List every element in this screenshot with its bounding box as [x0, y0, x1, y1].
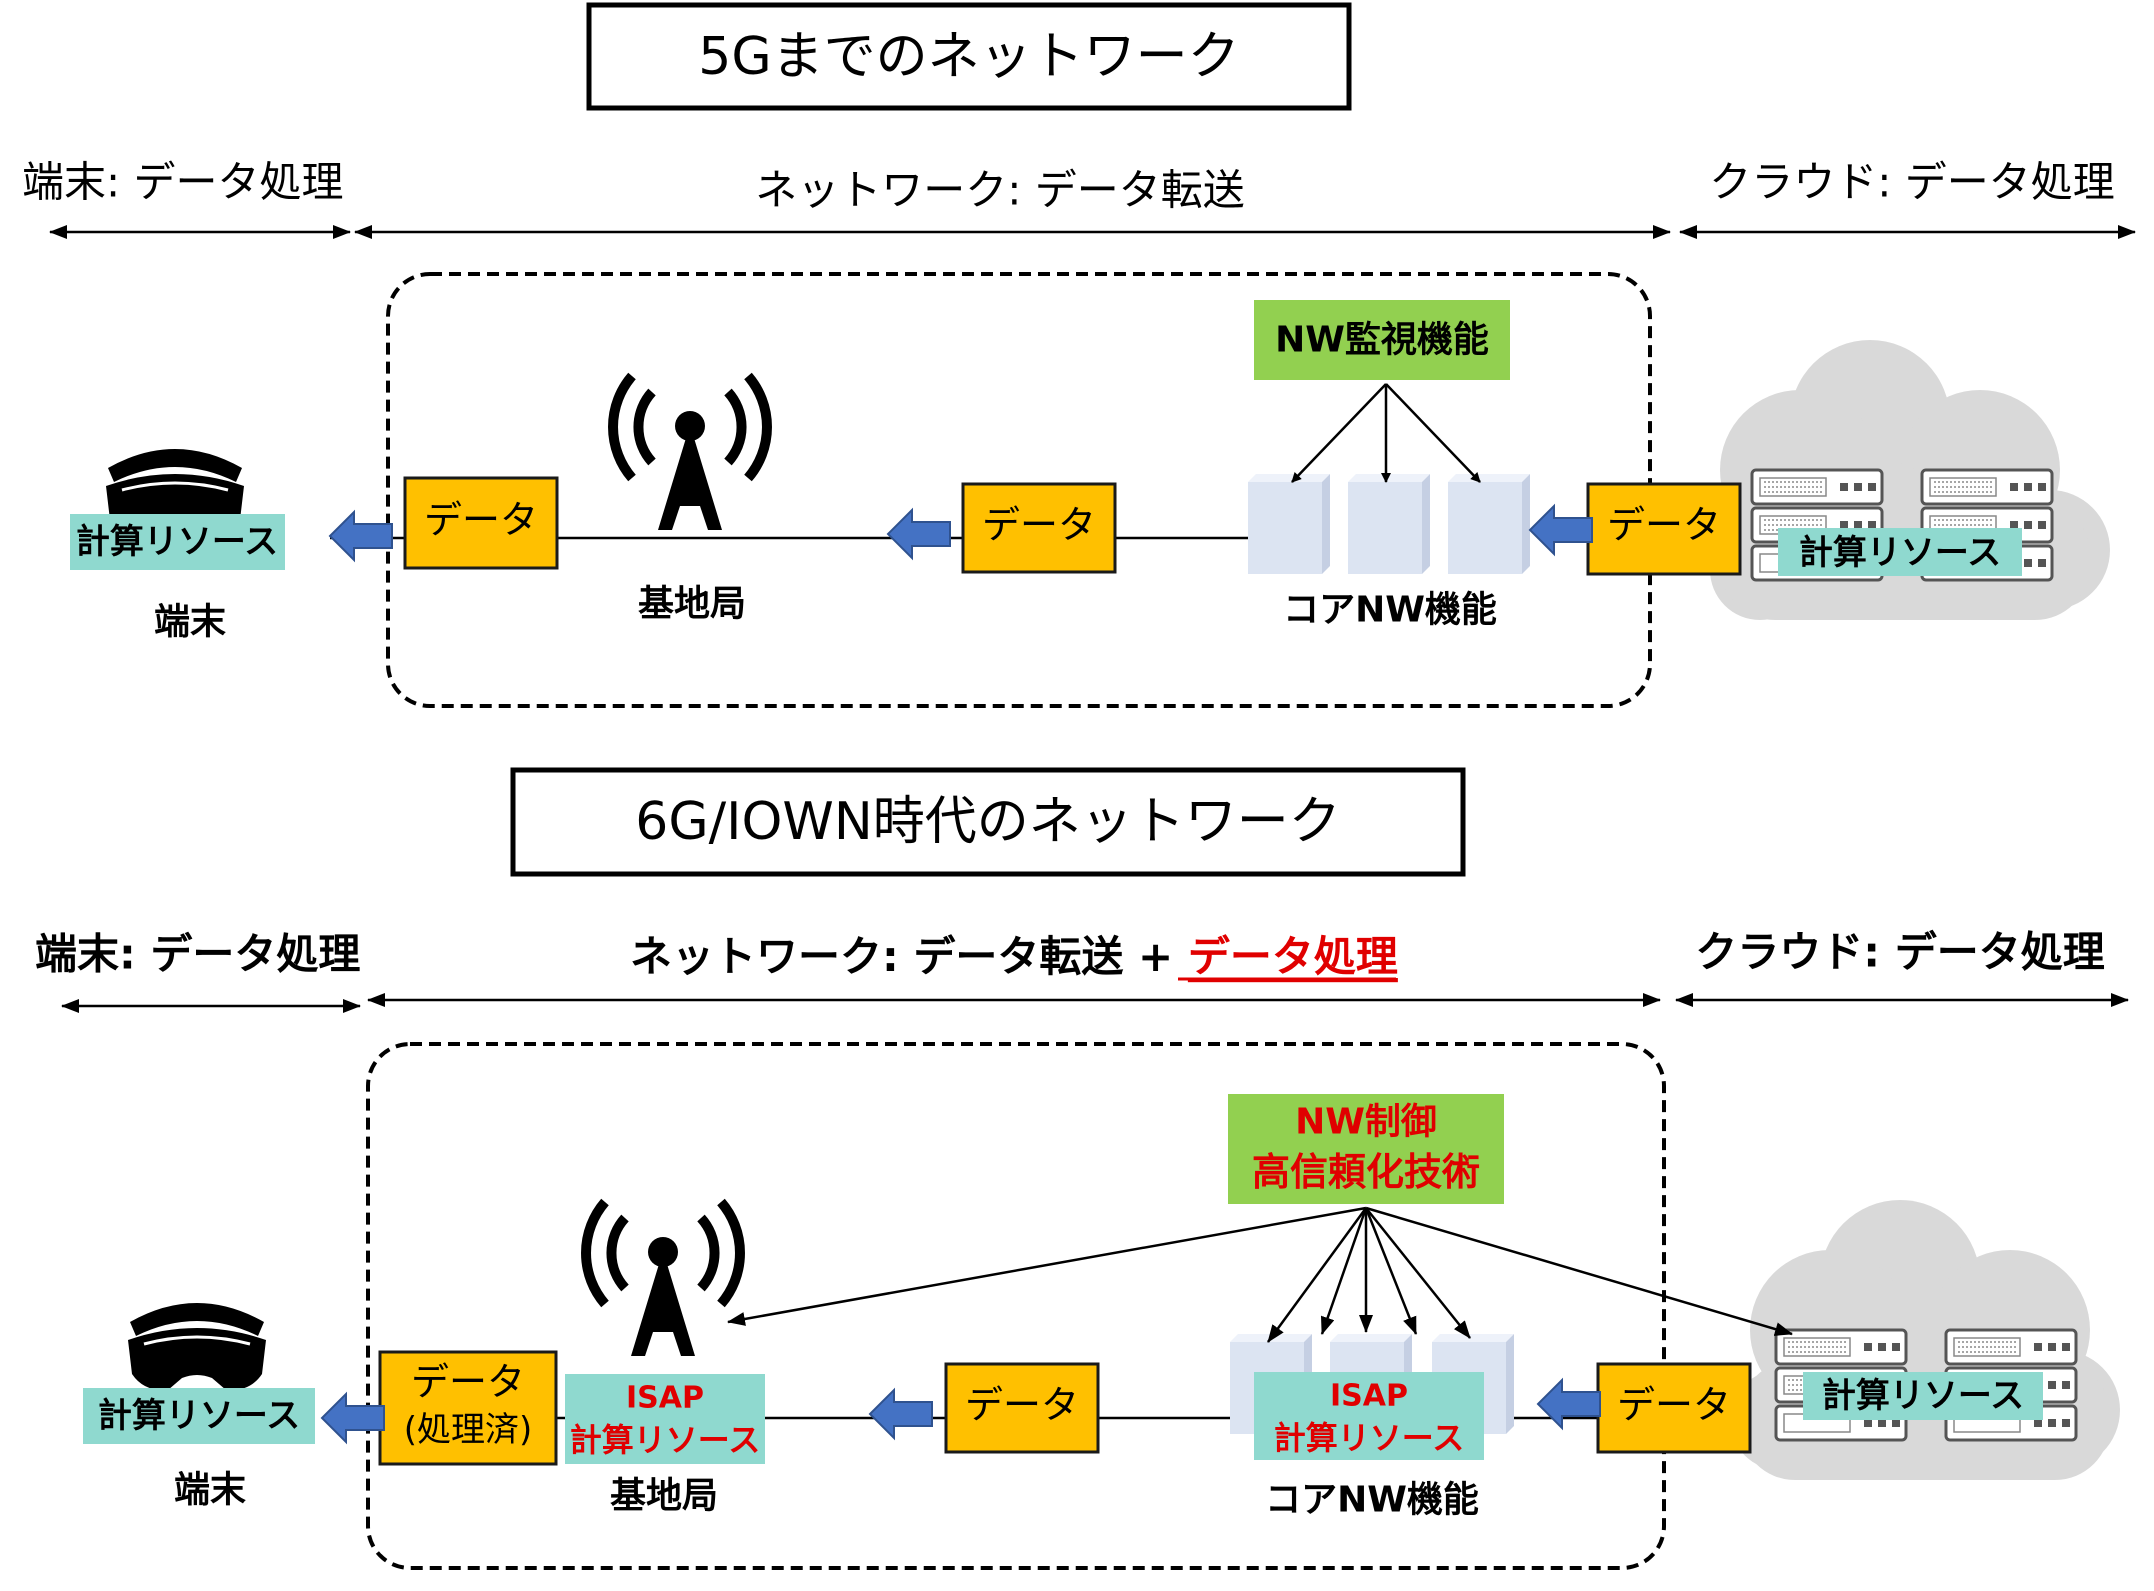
- blue-arrow-icon: [321, 1393, 385, 1443]
- bottom-data-box-2: [1596, 1362, 1752, 1454]
- bottom-data-label-2: データ: [1617, 1383, 1731, 1427]
- top-terminal-resource-label: 計算リソース: [76, 522, 278, 562]
- bottom-terminal-resource-box: [83, 1388, 315, 1444]
- bottom-header-cloud: クラウド: データ処理: [1695, 928, 2104, 977]
- blue-arrow-icon: [1537, 1379, 1601, 1429]
- top-header-terminal: 端末: データ処理: [22, 158, 344, 207]
- bottom-section: 6G/IOWN時代のネットワーク 端末: データ処理 ネットワーク: データ転送…: [35, 767, 2129, 1570]
- bottom-header-network: ネットワーク: データ転送 + データ処理: [630, 932, 1398, 981]
- bottom-cloud-resource-label: 計算リソース: [1822, 1376, 2024, 1416]
- top-title-box: [586, 2, 1352, 111]
- server-block-icon: [1248, 474, 1330, 574]
- bottom-core-label: コアNW機能: [1265, 1480, 1479, 1521]
- bottom-title-box: [510, 767, 1466, 877]
- bottom-control-label-2: 高信頼化技術: [1252, 1150, 1480, 1194]
- top-monitor-arrow: [1385, 383, 1481, 483]
- top-data-box-1: [403, 476, 559, 570]
- bottom-basestation-label: 基地局: [610, 1476, 718, 1517]
- bottom-basestation-isap-box: [565, 1374, 765, 1464]
- blue-arrow-icon: [869, 1389, 933, 1439]
- bottom-control-label-1: NW制御: [1295, 1102, 1437, 1143]
- bottom-header-network-accent: データ処理: [1188, 932, 1398, 981]
- vr-headset-icon: [126, 1301, 268, 1392]
- bottom-header-terminal: 端末: データ処理: [35, 930, 360, 979]
- top-monitor-box: [1254, 300, 1510, 380]
- server-block-icon: [1448, 474, 1530, 574]
- top-core-label: コアNW機能: [1283, 590, 1497, 631]
- antenna-tower-icon: [586, 1202, 740, 1356]
- top-data-label-3: データ: [1607, 503, 1721, 547]
- top-data-box-3: [1586, 482, 1742, 576]
- top-data-label-2: データ: [982, 503, 1096, 547]
- top-data-label-1: データ: [424, 498, 538, 542]
- bottom-basestation-isap-resource: 計算リソース: [570, 1421, 760, 1459]
- bottom-terminal-resource-label: 計算リソース: [98, 1396, 300, 1436]
- bottom-data-processed-label-2: (処理済): [404, 1410, 533, 1450]
- blue-arrow-icon: [1529, 505, 1593, 555]
- antenna-tower-icon: [613, 376, 767, 530]
- bottom-data-label-1: データ: [965, 1383, 1079, 1427]
- bottom-terminal-label: 端末: [174, 1470, 246, 1511]
- top-section: 5Gまでのネットワーク 端末: データ処理 ネットワーク: データ転送 クラウド…: [22, 2, 2136, 708]
- top-terminal-label: 端末: [154, 602, 226, 643]
- bottom-data-box-1: [944, 1362, 1100, 1454]
- bottom-basestation-isap-label: ISAP: [626, 1381, 704, 1416]
- blue-arrow-icon: [887, 509, 951, 559]
- top-basestation-label: 基地局: [638, 584, 746, 625]
- bottom-data-processed-label-1: データ: [411, 1360, 525, 1404]
- blue-arrow-icon: [329, 511, 393, 561]
- top-cloud-resource-label: 計算リソース: [1799, 533, 2001, 573]
- bottom-control-box: [1228, 1094, 1504, 1204]
- top-monitor-arrow: [1291, 383, 1387, 483]
- bottom-title: 6G/IOWN時代のネットワーク: [635, 792, 1340, 852]
- server-block-icon: [1348, 474, 1430, 574]
- top-header-network: ネットワーク: データ転送: [755, 166, 1245, 215]
- top-cloud-resource-box: [1778, 528, 2022, 576]
- bottom-core-isap-box: [1254, 1372, 1484, 1460]
- top-monitor-label: NW監視機能: [1275, 320, 1489, 361]
- top-title: 5Gまでのネットワーク: [698, 27, 1239, 87]
- bottom-data-processed-box: [378, 1350, 558, 1466]
- bottom-core-isap-label: ISAP: [1330, 1379, 1408, 1414]
- bottom-cloud-resource-box: [1803, 1372, 2043, 1420]
- top-terminal-resource-box: [70, 514, 285, 570]
- top-data-box-2: [961, 482, 1117, 574]
- top-header-cloud: クラウド: データ処理: [1709, 158, 2115, 207]
- control-arrows: [727, 1206, 1793, 1343]
- bottom-core-isap-resource: 計算リソース: [1274, 1419, 1464, 1457]
